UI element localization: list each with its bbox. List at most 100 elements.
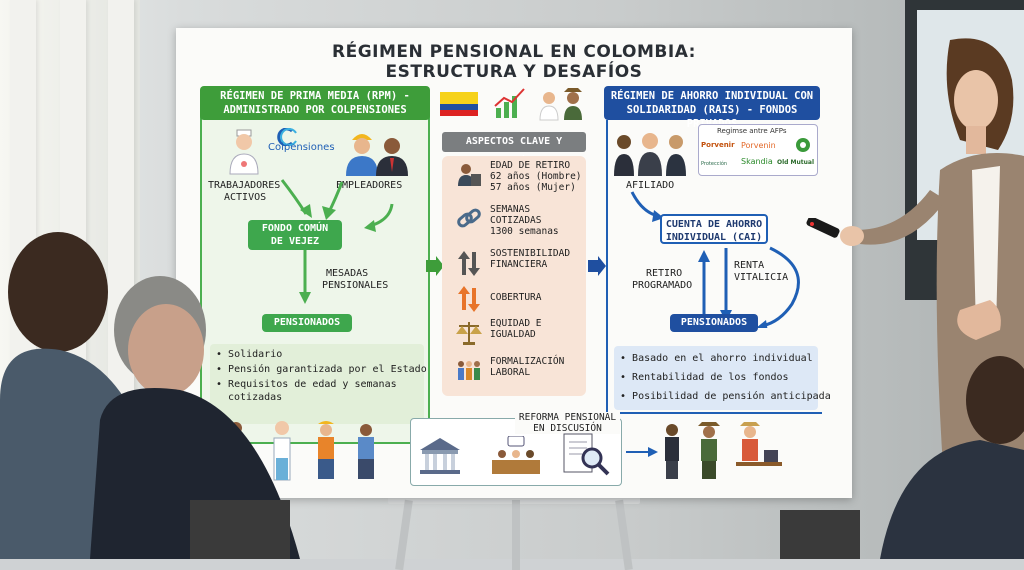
aspecto-line3: 57 años (Mujer) <box>490 182 576 193</box>
calculator-person-icon <box>458 164 481 186</box>
colpensiones-logo: Colpensiones <box>268 142 335 153</box>
rais-panel <box>606 120 822 414</box>
laser-pointer-icon <box>806 218 840 238</box>
rais-bullet-list <box>614 346 818 410</box>
colpensiones-logo-icon <box>272 127 298 147</box>
rpm-bullet-text: Requisitos de edad y semanas <box>228 379 397 390</box>
afp-box-title: Regimse antre AFPs <box>717 127 787 135</box>
aspecto-line2: 62 años (Hombre) <box>490 171 582 182</box>
afiliado-label: AFILIADO <box>626 180 675 191</box>
employers-icon <box>346 134 408 176</box>
rais-bullet: • Posibilidad de pensión anticipada <box>620 391 831 402</box>
workers-group-icon <box>458 361 480 380</box>
rpm-header: RÉGIMEN DE PRIMA MEDIA (RPM) - ADMINISTR… <box>200 86 430 120</box>
afp-logo: Porvenin <box>741 141 776 150</box>
afp-logo-icon <box>796 138 810 152</box>
cycle-arrows <box>698 246 800 328</box>
down-arrow-icon <box>299 250 311 304</box>
afiliados-icon <box>614 133 686 176</box>
flow-arrows-left <box>280 179 394 232</box>
fondo-line2: DE VEJEZ <box>270 236 320 247</box>
presentation-board: RÉGIMEN PENSIONAL EN COLOMBIA: ESTRUCTUR… <box>176 28 852 498</box>
up-down-arrows-icon <box>458 251 480 276</box>
audience <box>0 232 1024 559</box>
pensionados-rpm-box: PENSIONADOS <box>262 314 352 332</box>
reform-title-text: REFORMA PENSIONAL EN DISCUSIÓN <box>515 412 620 434</box>
growth-chart-icon <box>494 88 525 118</box>
board-title-line2: ESTRUCTURA Y DESAFÍOS <box>385 62 643 82</box>
aspectos-header: ASPECTOS CLAVE Y DESAFÍOS <box>442 132 586 167</box>
aspecto-line2: LABORAL <box>490 367 531 378</box>
right-arrow-icon <box>626 447 658 457</box>
renta-label-2: VITALICIA <box>734 272 789 283</box>
rpm-bullet-list <box>210 344 424 424</box>
afp-logo: Porvenir <box>701 141 735 149</box>
afp-logo: Old Mutual <box>777 159 815 166</box>
right-arrow-icon <box>426 256 444 276</box>
aspecto-line1: SEMANAS COTIZADAS <box>490 204 542 226</box>
colombia-flag-icon <box>440 92 478 116</box>
rpm-bullet-text: Solidario <box>228 349 283 360</box>
right-arrow-icon <box>588 256 606 276</box>
chain-link-icon <box>457 208 481 228</box>
aspecto-line1: SOSTENIBILIDAD <box>490 248 571 259</box>
scales-icon <box>456 322 482 345</box>
cuenta-line1: CUENTA DE AHORRO <box>665 219 763 230</box>
retiro-label-2: PROGRAMADO <box>632 280 693 291</box>
aspecto-line1: EDAD DE RETIRO <box>490 160 571 171</box>
aspecto-line2: IGUALDAD <box>490 329 536 340</box>
afp-logo: Skandia <box>741 157 773 166</box>
nurse-icon <box>229 129 259 175</box>
fondo-comun-box: FONDO COMÚN DE VEJEZ <box>248 220 342 250</box>
board-title-line1: RÉGIMEN PENSIONAL EN COLOMBIA: <box>332 42 696 62</box>
trabajadores-label-2: ACTIVOS <box>224 192 267 203</box>
workers-icon <box>539 88 582 121</box>
rpm-bullet-cont: cotizadas <box>228 392 283 403</box>
empleadores-label: EMPLEADORES <box>336 180 403 191</box>
rais-bullet-text: Basado en el ahorro individual <box>632 353 813 364</box>
afp-logo: Protección <box>701 161 728 167</box>
easel-leg <box>512 500 520 570</box>
rais-header-line1: RÉGIMEN DE AHORRO INDIVIDUAL CON <box>610 90 814 102</box>
renta-label-1: RENTA <box>734 260 765 271</box>
pensionados-rais-box: PENSIONADOS <box>670 314 758 332</box>
aspecto-text: COBERTURA <box>490 292 542 303</box>
mesadas-label-1: MESADAS <box>326 268 369 279</box>
rpm-bullet-text: Pensión garantizada por el Estado <box>228 364 427 375</box>
rpm-bullet: • Solidario <box>216 349 283 360</box>
congress-building-icon <box>420 438 460 474</box>
aspecto-line2: FINANCIERA <box>490 259 548 270</box>
debate-meeting-icon <box>492 436 540 474</box>
cuenta-ahorro-box: CUENTA DE AHORRO INDIVIDUAL (CAI) <box>660 214 768 244</box>
retiro-label-1: RETIRO <box>646 268 683 279</box>
rais-header: RÉGIMEN DE AHORRO INDIVIDUAL CON SOLIDAR… <box>604 86 820 130</box>
afp-logos-box: Regimse antre AFPs Porvenir Porvenin Ska… <box>698 124 818 176</box>
rais-bullet: • Rentabilidad de los fondos <box>620 372 789 383</box>
rais-bullet-text: Rentabilidad de los fondos <box>632 372 789 383</box>
aspecto-line1: EQUIDAD E <box>490 318 542 329</box>
rais-bullet-text: Posibilidad de pensión anticipada <box>632 391 831 402</box>
aspectos-panel <box>442 156 586 396</box>
rpm-bullet: • Requisitos de edad y semanas <box>216 379 397 390</box>
mesadas-label-2: PENSIONALES <box>322 280 389 291</box>
cuenta-line2: INDIVIDUAL (CAI) <box>665 232 763 243</box>
document-magnifier-icon <box>563 433 610 476</box>
aspecto-cobertura: COBERTURA <box>456 284 584 314</box>
fondo-line1: FONDO COMÚN <box>261 223 329 234</box>
rais-bullet: • Basado en el ahorro individual <box>620 353 813 364</box>
up-down-arrows-icon <box>458 286 480 312</box>
trabajadores-label-1: TRABAJADORES <box>208 180 281 191</box>
retirees-row-icon <box>665 422 782 479</box>
aspecto-line1: FORMALIZACIÓN <box>490 356 565 367</box>
rpm-bullet: • Pensión garantizada por el Estado <box>216 364 427 375</box>
